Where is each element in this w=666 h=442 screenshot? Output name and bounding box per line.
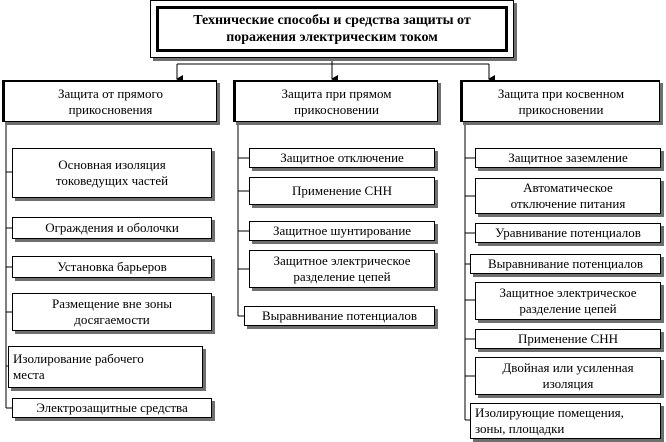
item-basic-insulation: Основная изоляция токоведущих частей bbox=[12, 148, 212, 198]
item-potential-grading-col2: Выравнивание потенциалов bbox=[244, 306, 435, 326]
item-protective-equipment: Электрозащитные средства bbox=[12, 398, 212, 418]
header-direct-contact-safety: Защита при прямом прикосновении bbox=[233, 80, 438, 122]
header-indirect-contact-safety: Защита при косвенном прикосновении bbox=[460, 80, 660, 122]
diagram-title: Технические способы и средства защиты от… bbox=[156, 6, 508, 52]
item-double-insulation: Двойная или усиленная изоляция bbox=[475, 357, 661, 395]
item-auto-disconnection: Автоматическое отключение питания bbox=[475, 178, 661, 214]
item-workplace-insulation: Изолирование рабочего места bbox=[8, 346, 203, 388]
item-potential-grading-col3: Выравнивание потенциалов bbox=[470, 254, 661, 274]
header-direct-contact-protection: Защита от прямого прикосновения bbox=[2, 80, 217, 122]
diagram-title-box: Технические способы и средства защиты от… bbox=[150, 0, 514, 58]
item-protective-earthing: Защитное заземление bbox=[475, 148, 661, 168]
item-selv-col2: Применение СНН bbox=[249, 177, 435, 205]
item-barriers: Установка барьеров bbox=[12, 256, 212, 278]
item-electrical-separation-col3: Защитное электрическое разделение цепей bbox=[475, 282, 661, 320]
item-insulating-premises: Изолирующие помещения, зоны, площадки bbox=[470, 403, 661, 439]
item-enclosures: Ограждения и оболочки bbox=[12, 217, 212, 239]
item-protective-shutdown: Защитное отключение bbox=[249, 148, 435, 168]
item-electrical-separation-col2: Защитное электрическое разделение цепей bbox=[249, 250, 435, 288]
item-equipotential-bonding: Уравнивание потенциалов bbox=[475, 223, 661, 243]
item-out-of-reach: Размещение вне зоны досягаемости bbox=[12, 293, 212, 331]
item-selv-col3: Применение СНН bbox=[475, 329, 661, 349]
item-protective-shunting: Защитное шунтирование bbox=[249, 221, 435, 241]
